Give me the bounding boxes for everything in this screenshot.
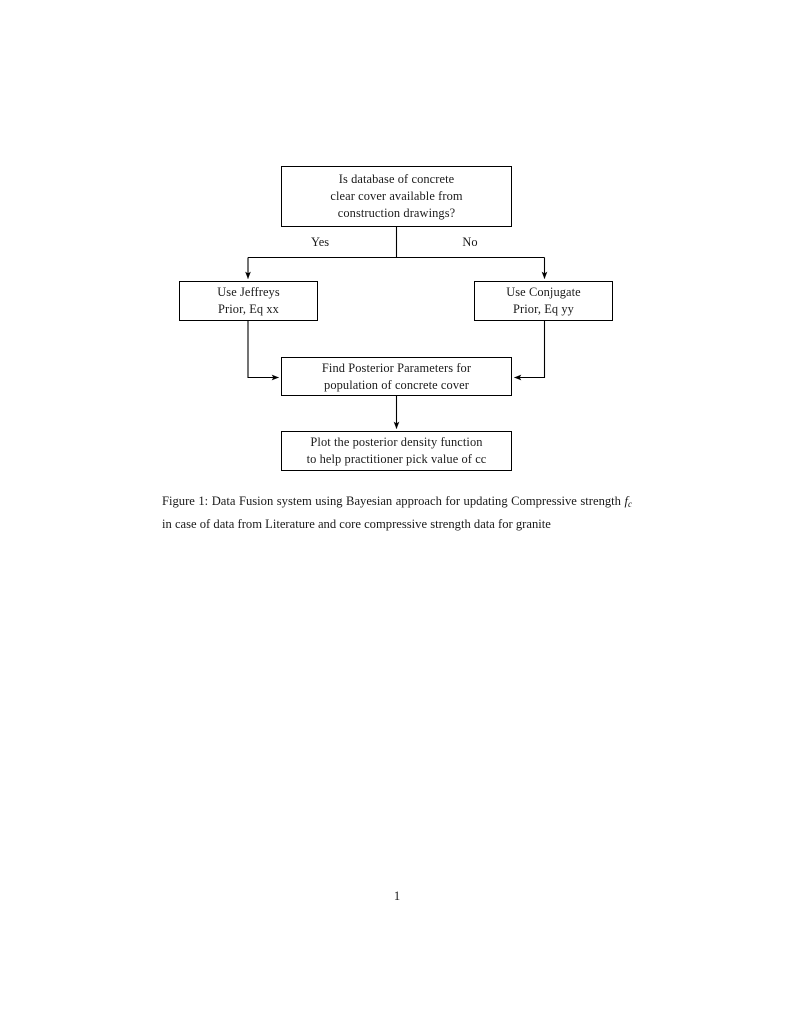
flow-node-conjugate-prior: Use Conjugate Prior, Eq yy (474, 281, 613, 321)
figure-caption: Figure 1: Data Fusion system using Bayes… (162, 492, 632, 534)
flow-node-posterior-line2: population of concrete cover (324, 377, 469, 392)
flow-node-question: Is database of concrete clear cover avai… (281, 166, 512, 227)
page-number: 1 (393, 889, 401, 903)
figure-flowchart: Is database of concrete clear cover avai… (0, 0, 794, 490)
flow-node-jeffreys-line1: Use Jeffreys (217, 285, 280, 299)
flow-node-question-line2: clear cover available from (330, 189, 463, 203)
figure-caption-text-before: Data Fusion system using Bayesian approa… (211, 494, 621, 508)
flow-node-question-line3: construction drawings? (337, 206, 456, 220)
flow-node-plot-line1: Plot the posterior density function (310, 435, 483, 449)
flow-node-question-line1: Is database of concrete (338, 172, 455, 186)
connector-jeffreys-to-posterior (247, 321, 279, 381)
flow-node-plot-density: Plot the posterior density function to h… (281, 431, 512, 471)
flow-node-jeffreys-prior: Use Jeffreys Prior, Eq xx (179, 281, 318, 321)
figure-caption-text-after: in case of data from Literature and core… (162, 516, 551, 531)
flow-node-conjugate-line1: Use Conjugate (506, 285, 581, 299)
figure-caption-label: Figure 1: (162, 494, 209, 508)
connector-conjugate-to-posterior (514, 321, 546, 381)
edge-label-yes: Yes (310, 235, 330, 249)
flowchart-connectors (245, 227, 548, 429)
edge-label-no: No (462, 235, 478, 249)
flow-node-jeffreys-line2: Prior, Eq xx (218, 302, 279, 316)
flow-node-plot-line2: to help practitioner pick value of cc (306, 452, 487, 466)
flow-node-posterior-line1: Find Posterior Parameters for (321, 360, 472, 375)
math-subscript-c: c (627, 498, 633, 509)
math-symbol-f: f (624, 494, 628, 508)
flow-node-find-posterior: Find Posterior Parameters for population… (281, 357, 512, 396)
flow-node-conjugate-line2: Prior, Eq yy (513, 302, 574, 316)
figure-caption-math-fc: fc (624, 494, 633, 509)
